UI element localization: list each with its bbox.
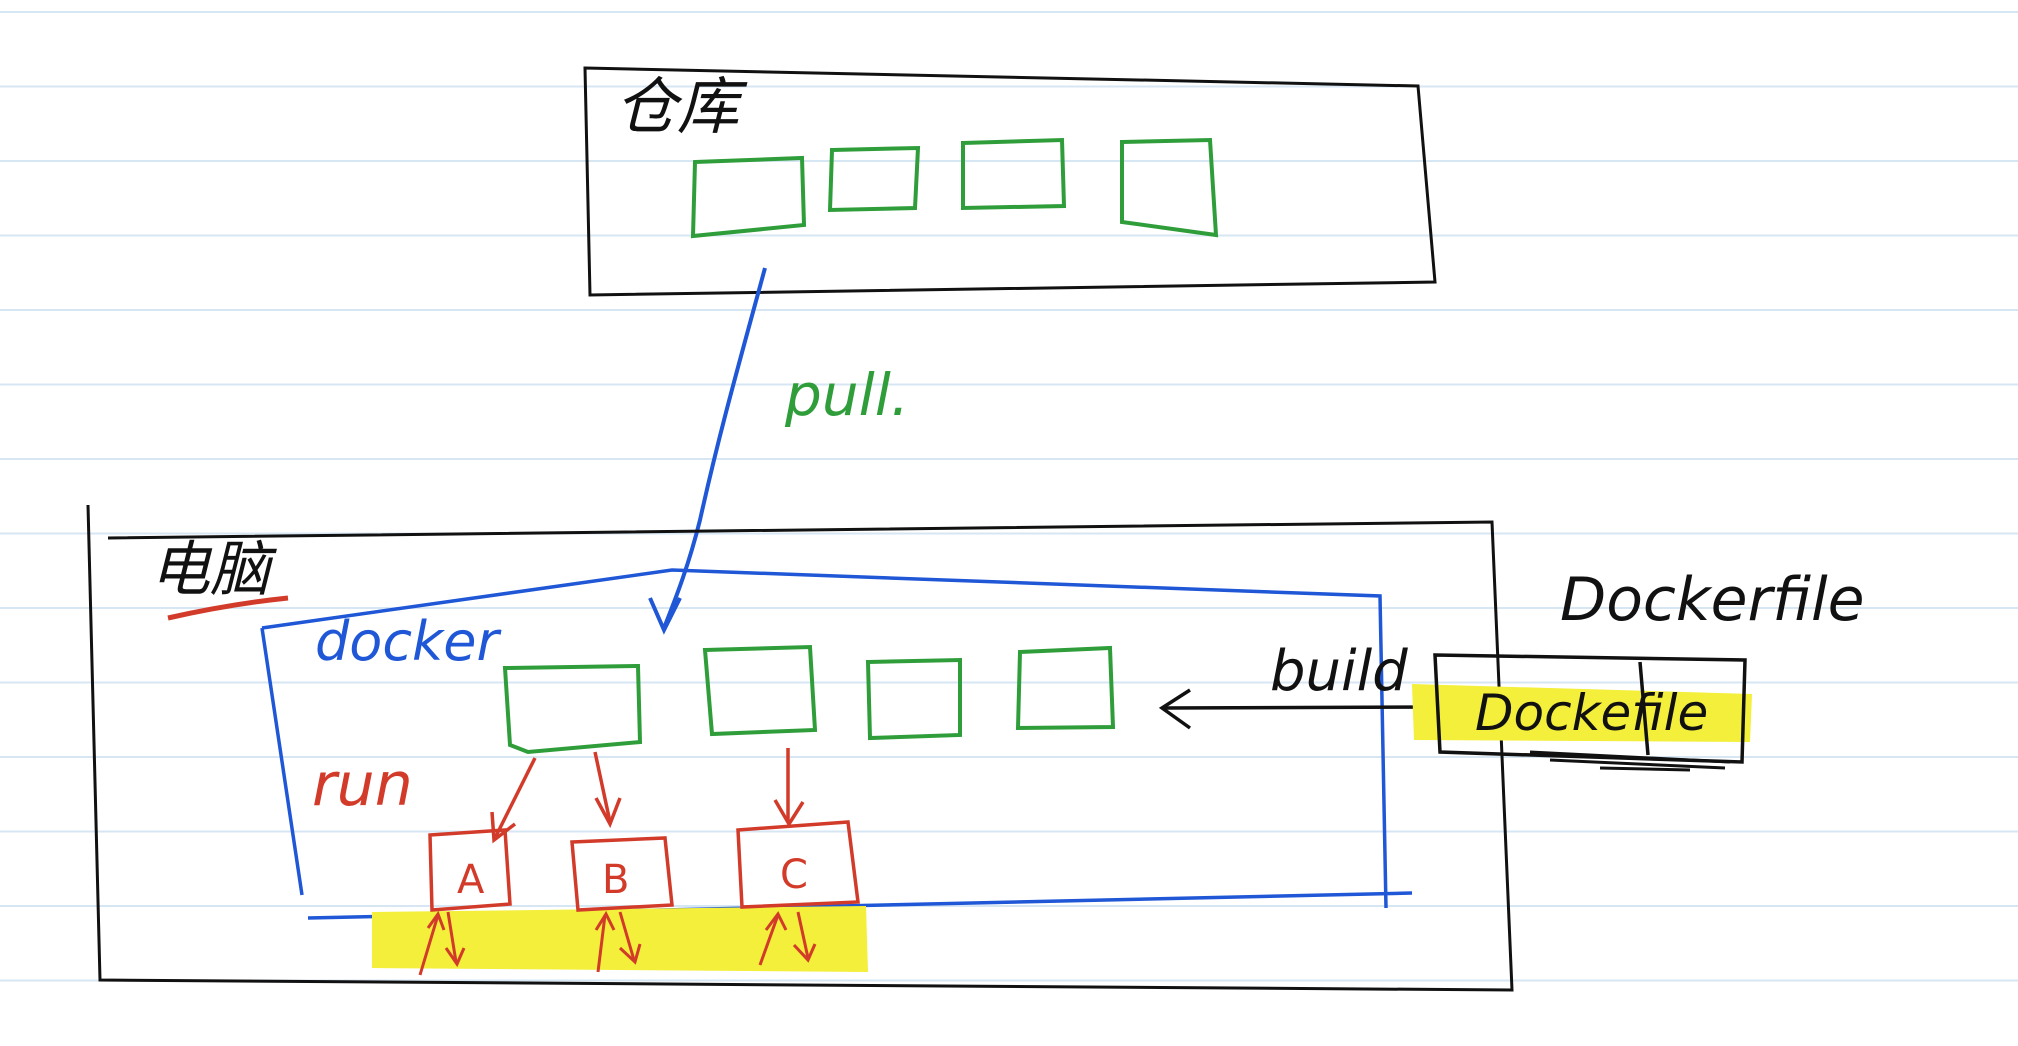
repo-image-2 <box>827 145 921 213</box>
arrow-down-icon <box>594 797 622 829</box>
container-a <box>428 828 512 912</box>
computer-label-underline <box>167 595 289 621</box>
build-arrow <box>1158 688 1451 730</box>
repo-image-4 <box>1120 137 1219 238</box>
ruled-lines <box>0 11 2018 982</box>
containers <box>428 820 860 912</box>
dockerfile-box-label: Dockefile <box>1475 684 1708 742</box>
container-highlight <box>372 906 868 972</box>
up-down-arrows-icon <box>418 910 466 976</box>
container-c-label: C <box>780 852 808 898</box>
repo-image-1 <box>690 155 807 239</box>
container-b <box>570 836 674 912</box>
dockerfile-box <box>1433 653 1747 764</box>
local-image-1 <box>502 663 643 755</box>
container-b-label: B <box>602 857 629 903</box>
up-down-arrows-icon <box>758 911 817 966</box>
build-label: build <box>1270 639 1408 704</box>
repo-image-3 <box>961 137 1067 211</box>
local-images <box>502 644 1116 755</box>
repository-images <box>690 137 1219 239</box>
pull-arrow <box>648 267 767 635</box>
computer-box <box>86 504 1514 992</box>
dockerfile-highlight <box>1412 684 1752 742</box>
computer-box-label: 电脑 <box>150 535 277 605</box>
dockerfile-title: Dockerfile <box>1560 565 1865 635</box>
repository-box-label: 仓库 <box>615 70 748 143</box>
repository-box <box>583 66 1437 297</box>
arrow-left-icon <box>1158 688 1192 730</box>
up-down-arrows-icon <box>594 910 642 973</box>
docker-label: docker <box>315 610 501 673</box>
run-arrows <box>490 748 805 844</box>
arrow-down-icon <box>490 811 517 844</box>
port-arrows <box>418 910 817 976</box>
container-a-label: A <box>457 857 485 903</box>
run-label: run <box>312 750 413 820</box>
local-image-3 <box>865 657 962 741</box>
arrow-down-icon <box>648 597 682 635</box>
container-c <box>736 820 860 909</box>
dockerfile-underline <box>1529 750 1731 772</box>
arrow-down-icon <box>773 799 805 828</box>
pull-label: pull. <box>784 361 909 429</box>
local-image-4 <box>1015 645 1116 731</box>
local-image-2 <box>702 644 818 737</box>
